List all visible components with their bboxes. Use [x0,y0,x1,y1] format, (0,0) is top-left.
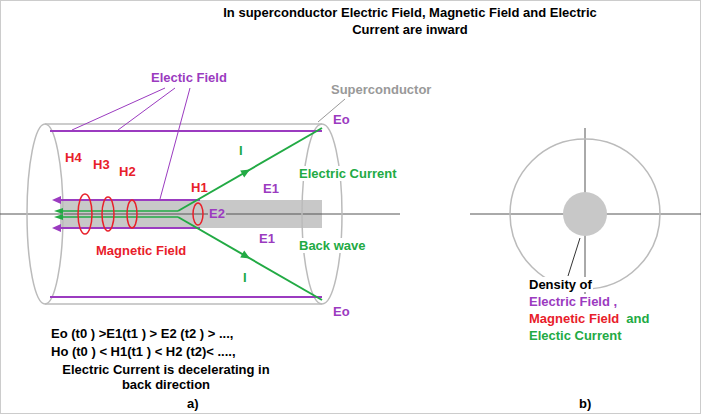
panel-label: b) [578,396,592,411]
density-label: Electic Current [528,328,622,343]
field-symbol: H4 [64,150,83,165]
field-label: Electic Field [150,70,228,85]
dense-core [563,192,607,236]
current-label: Electric Current [298,166,398,181]
leader-line [72,88,165,130]
wave-label: Back wave [298,238,367,253]
leader-line [160,88,190,199]
density-label: Magnetic Field [528,311,620,326]
arrow-head [240,170,250,178]
back-wave-line [62,210,178,212]
field-symbol: E1 [262,181,280,196]
panel-label: a) [186,396,200,411]
diagram-title: In superconductor Electric Field, Magnet… [220,4,600,38]
current-symbol: I [242,270,248,285]
arrow-head [54,208,63,214]
arrow-head [52,196,61,204]
magnetic-ring [78,194,92,234]
note-line: Ho (t0 ) < H1(t1 ) < H2 (t2)< ...., [50,344,237,359]
field-symbol: H3 [92,157,111,172]
current-line [178,217,322,300]
arrow-head [240,251,250,259]
magnetic-ring [102,197,114,231]
magnetic-ring [127,200,137,228]
leader-line [568,238,580,276]
field-symbol: H2 [118,164,137,179]
field-line [50,130,322,132]
part-name: Superconductor [330,82,432,97]
cylinder-wall [45,303,322,305]
axis-line [0,214,400,215]
note-line: Electric Current is decelerating in back… [45,362,287,392]
field-symbol: E2 [208,206,226,221]
field-symbol: H1 [190,180,209,195]
field-label: Magnetic Field [95,243,187,258]
density-label: Density of [528,277,593,292]
arrow-head [54,214,63,220]
cylinder-end [302,124,342,304]
density-label: Electric Field , [528,294,618,309]
magnetic-ring [193,203,203,225]
arrow-head [52,224,61,232]
field-line [50,296,322,298]
density-label: and [625,311,650,326]
current-symbol: I [238,143,244,158]
note-line: Eo (t0 ) >E1(t1 ) > E2 (t2 ) > ..., [50,326,234,341]
back-wave-line [62,216,178,218]
field-symbol: E1 [258,231,276,246]
field-symbol: Eo [332,304,351,319]
field-symbol: Eo [332,112,351,127]
leader-line [118,88,175,130]
cylinder-end [27,124,63,304]
cross-section-outline [510,139,660,289]
